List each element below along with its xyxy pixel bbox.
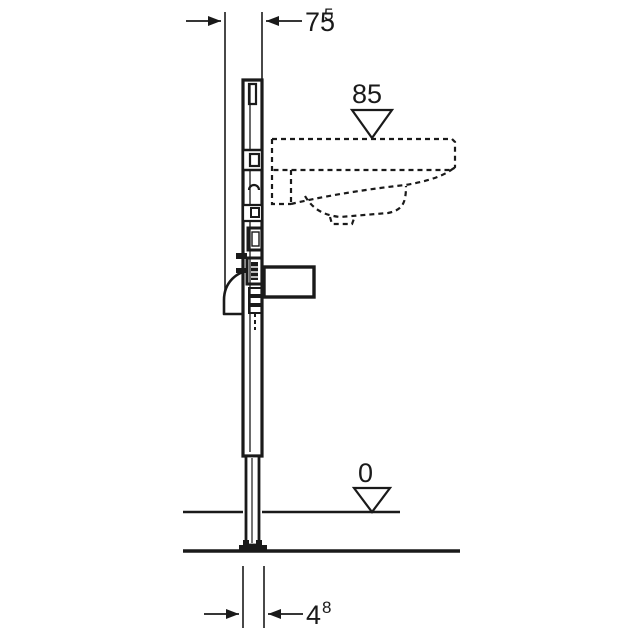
basin-rim xyxy=(272,137,457,172)
basin-bowl-underside xyxy=(290,166,456,206)
top-dimension-group: 75 5 xyxy=(186,5,335,312)
hanger-tab-upper xyxy=(236,253,247,259)
bottom-dimension-superscript: 8 xyxy=(322,598,331,617)
supply-box xyxy=(246,226,264,252)
basin-left-apron xyxy=(270,139,291,206)
drain-connector-b xyxy=(248,296,263,305)
wall-bracket-arm xyxy=(262,265,316,299)
upper-fixing-slot xyxy=(248,152,261,168)
floor-level-label: 0 xyxy=(358,458,373,488)
bottom-dimension-group: 4 8 xyxy=(204,566,331,630)
floor-lines-group xyxy=(183,510,460,553)
telescoping-support-leg xyxy=(244,454,261,547)
basin-level-marker-group: 85 xyxy=(349,79,395,140)
rail-fittings-group xyxy=(236,148,264,330)
washbasin-outline xyxy=(270,137,457,226)
adjustable-foot xyxy=(239,540,267,552)
floor-level-marker-group: 0 xyxy=(351,458,393,514)
floor-level-triangle-icon xyxy=(351,486,393,514)
basin-level-triangle-icon xyxy=(349,108,395,140)
top-dimension-superscript: 5 xyxy=(324,5,333,24)
basin-drain-boss xyxy=(328,215,357,226)
basin-level-label: 85 xyxy=(352,79,382,109)
valve-core xyxy=(251,262,258,280)
drain-connector-a xyxy=(248,287,263,296)
water-connection-port xyxy=(247,183,261,191)
top-dimension-value: 75 xyxy=(305,7,335,37)
foot-plate xyxy=(239,545,267,552)
frame-top-slot xyxy=(247,82,258,106)
hanger-tab-lower xyxy=(236,268,247,273)
bracket-rectangle xyxy=(262,265,316,299)
supply-box-inner xyxy=(251,231,260,247)
foot-stud-right xyxy=(256,540,262,546)
basin-bowl-inner xyxy=(304,185,408,219)
foot-stud-left xyxy=(243,540,249,546)
bottom-dimension-value: 4 xyxy=(306,600,321,630)
mounting-clip-slot xyxy=(250,207,260,218)
